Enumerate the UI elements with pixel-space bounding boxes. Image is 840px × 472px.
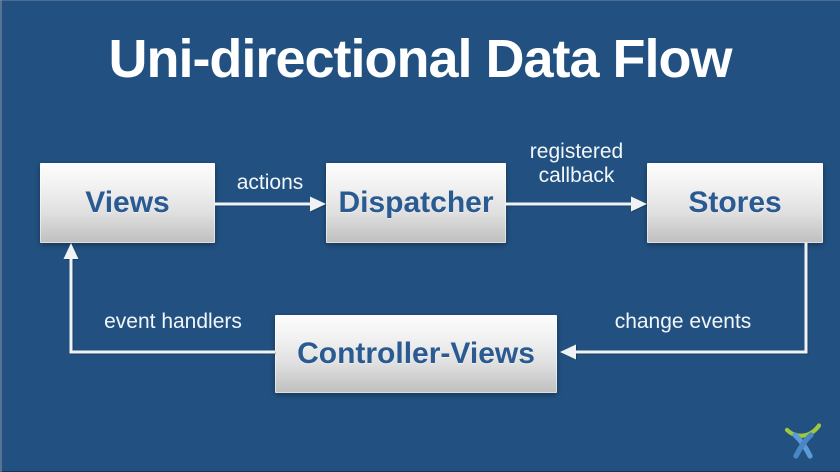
node-views-label: Views — [85, 186, 170, 219]
node-stores-label: Stores — [688, 186, 782, 219]
edge-label-change-events: change events — [614, 310, 752, 333]
node-views: Views — [40, 163, 215, 243]
arrowhead-stores-to-controller-views — [560, 344, 576, 360]
page-title: Uni-directional Data Flow — [108, 29, 732, 89]
arrow-stores-to-controller-views — [576, 243, 808, 354]
edge-label-actions: actions — [236, 171, 304, 194]
atlassian-logo-figure-right — [793, 432, 814, 459]
arrow-controller-views-to-views — [69, 259, 275, 354]
atlassian-logo — [784, 423, 822, 459]
atlassian-logo-arc — [784, 423, 822, 438]
arrowhead-views-to-dispatcher — [310, 196, 326, 212]
arrowhead-controller-views-to-views — [63, 243, 79, 259]
node-stores: Stores — [647, 163, 823, 243]
edge-label-event-handlers: event handlers — [104, 310, 242, 333]
node-controller-views: Controller-Views — [275, 315, 557, 393]
node-dispatcher-label: Dispatcher — [338, 186, 494, 219]
node-controller-views-label: Controller-Views — [297, 337, 535, 370]
arrowhead-dispatcher-to-stores — [631, 196, 647, 212]
edge-label-registered-callback: registered callback — [529, 140, 624, 188]
node-dispatcher: Dispatcher — [326, 163, 506, 243]
